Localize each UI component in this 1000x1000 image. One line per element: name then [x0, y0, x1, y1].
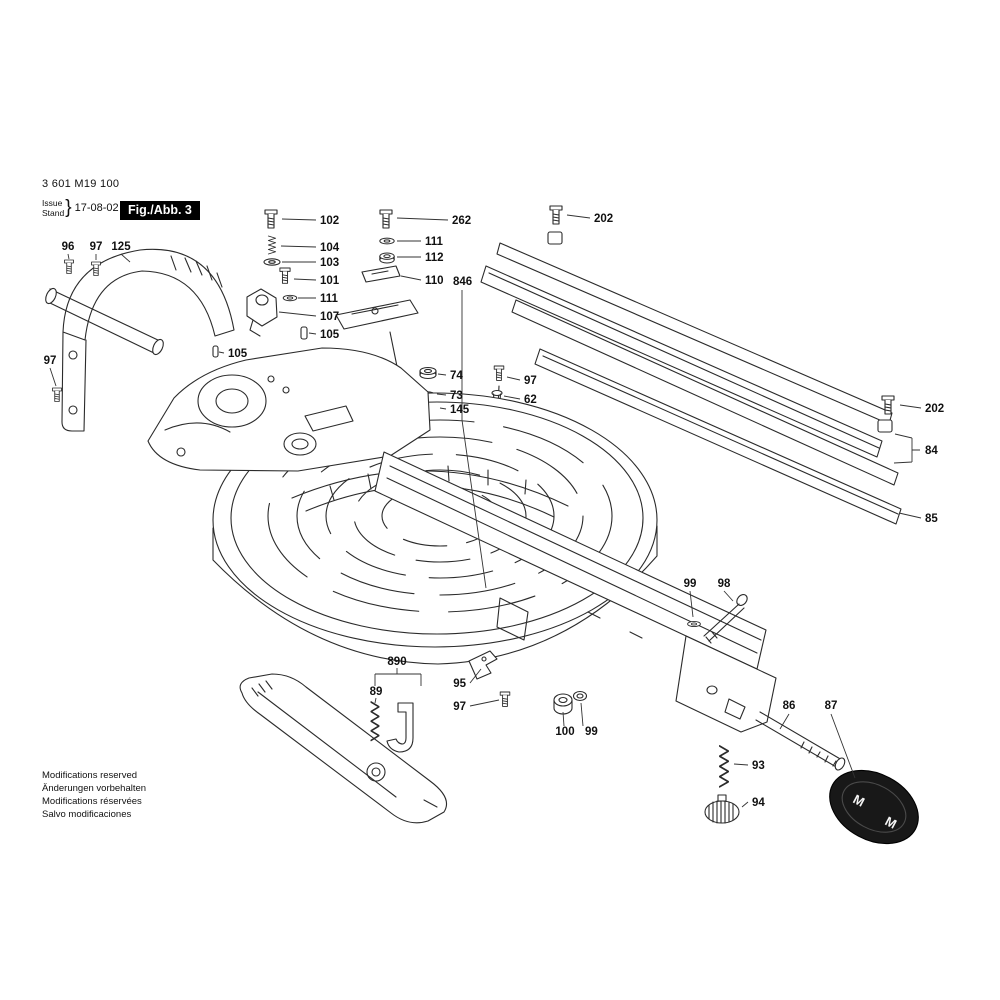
screw-101-icon [279, 267, 291, 284]
issue-date: 17-08-02 [74, 202, 119, 214]
callout-145: 145 [450, 404, 470, 416]
callout-95: 95 [453, 678, 466, 690]
callout-85: 85 [925, 513, 938, 525]
callout-87: 87 [825, 700, 838, 712]
callout-94: 94 [752, 797, 765, 809]
slide-rail [374, 451, 777, 733]
callout-73: 73 [450, 390, 463, 402]
clamp-110 [361, 265, 401, 283]
callout-202b: 202 [925, 403, 944, 415]
callout-99b: 99 [585, 726, 598, 738]
figure-badge: Fig./Abb. 3 [120, 201, 200, 220]
screw-97d-icon [499, 691, 511, 707]
bushing-100-icon [553, 693, 573, 715]
part-number: 3 601 M19 100 [42, 178, 120, 190]
callout-103: 103 [320, 257, 339, 269]
callout-112: 112 [425, 252, 444, 264]
washer-103-icon [263, 258, 281, 266]
callout-62: 62 [524, 394, 537, 406]
callout-111a: 111 [320, 293, 339, 305]
footer-line-en: Modifications reserved [42, 770, 138, 781]
callout-96: 96 [62, 241, 75, 253]
callout-97a: 97 [90, 241, 103, 253]
nut-74-icon [419, 366, 437, 380]
rod-86-icon [755, 711, 846, 771]
blade-guard [61, 248, 235, 432]
washer-111b-icon [379, 237, 395, 245]
washer-99b-icon [572, 690, 588, 702]
callout-125: 125 [111, 241, 131, 253]
issue-label: Issue [42, 198, 63, 208]
pin-105b-icon [212, 345, 219, 358]
handle-knob-87-icon [829, 769, 919, 845]
callout-labels: 96 97 125 97 102 104 103 101 111 107 105… [44, 213, 945, 809]
leader-lines [49, 214, 922, 808]
callout-202a: 202 [594, 213, 613, 225]
washer-111a-icon [282, 294, 298, 302]
callout-97c: 97 [524, 375, 537, 387]
saw-mount-housing [147, 347, 431, 472]
footer-line-de: Änderungen vorbehalten [42, 783, 147, 794]
callout-262: 262 [452, 215, 471, 227]
latch-hook-890 [386, 702, 414, 753]
clamp-plate [335, 299, 419, 330]
issue-brace: } [65, 197, 72, 218]
screw-96-icon [64, 259, 74, 274]
guard-rod [45, 287, 164, 356]
callout-104: 104 [320, 242, 340, 254]
spring-93-icon [718, 745, 730, 788]
fence-rails [480, 231, 902, 525]
callout-890: 890 [387, 656, 406, 668]
callout-105a: 105 [320, 329, 340, 341]
callout-89: 89 [370, 686, 383, 698]
callout-105b: 105 [228, 348, 248, 360]
callout-111b: 111 [425, 236, 444, 248]
screw-97c-icon [493, 365, 505, 381]
callout-101: 101 [320, 275, 340, 287]
pin-105a-icon [300, 326, 308, 340]
carriage-arm [239, 673, 448, 824]
callout-93: 93 [752, 760, 765, 772]
callout-97b: 97 [44, 355, 57, 367]
footer-notices: Modifications reserved Änderungen vorbeh… [42, 769, 146, 821]
callout-99a: 99 [684, 578, 697, 590]
screw-102-icon [264, 209, 278, 229]
knurled-knob-94-icon [704, 794, 740, 824]
callout-102: 102 [320, 215, 339, 227]
footer-line-fr: Modifications réservées [42, 796, 142, 807]
spring-104-icon [267, 235, 277, 255]
callout-74: 74 [450, 370, 463, 382]
callout-107: 107 [320, 311, 339, 323]
clip-95-icon [468, 650, 498, 680]
screw-202a-icon [549, 205, 563, 225]
callout-86: 86 [783, 700, 796, 712]
issue-block: Issue Stand } 17-08-02 [42, 197, 119, 219]
bolt-98-icon [703, 594, 748, 644]
screw-262-icon [379, 209, 393, 229]
callout-84: 84 [925, 445, 938, 457]
footer-line-es: Salvo modificaciones [42, 809, 132, 820]
callout-98: 98 [718, 578, 731, 590]
spring-89-icon [370, 701, 380, 742]
screw-97b-icon [52, 387, 62, 402]
stand-label: Stand [42, 208, 65, 218]
callout-846: 846 [453, 276, 472, 288]
callout-100: 100 [555, 726, 574, 738]
callout-110: 110 [425, 275, 444, 287]
nut-112-icon [379, 252, 395, 264]
callout-97d: 97 [453, 701, 466, 713]
washer-99a-icon [687, 621, 701, 627]
pivot-bracket-107 [246, 288, 278, 337]
